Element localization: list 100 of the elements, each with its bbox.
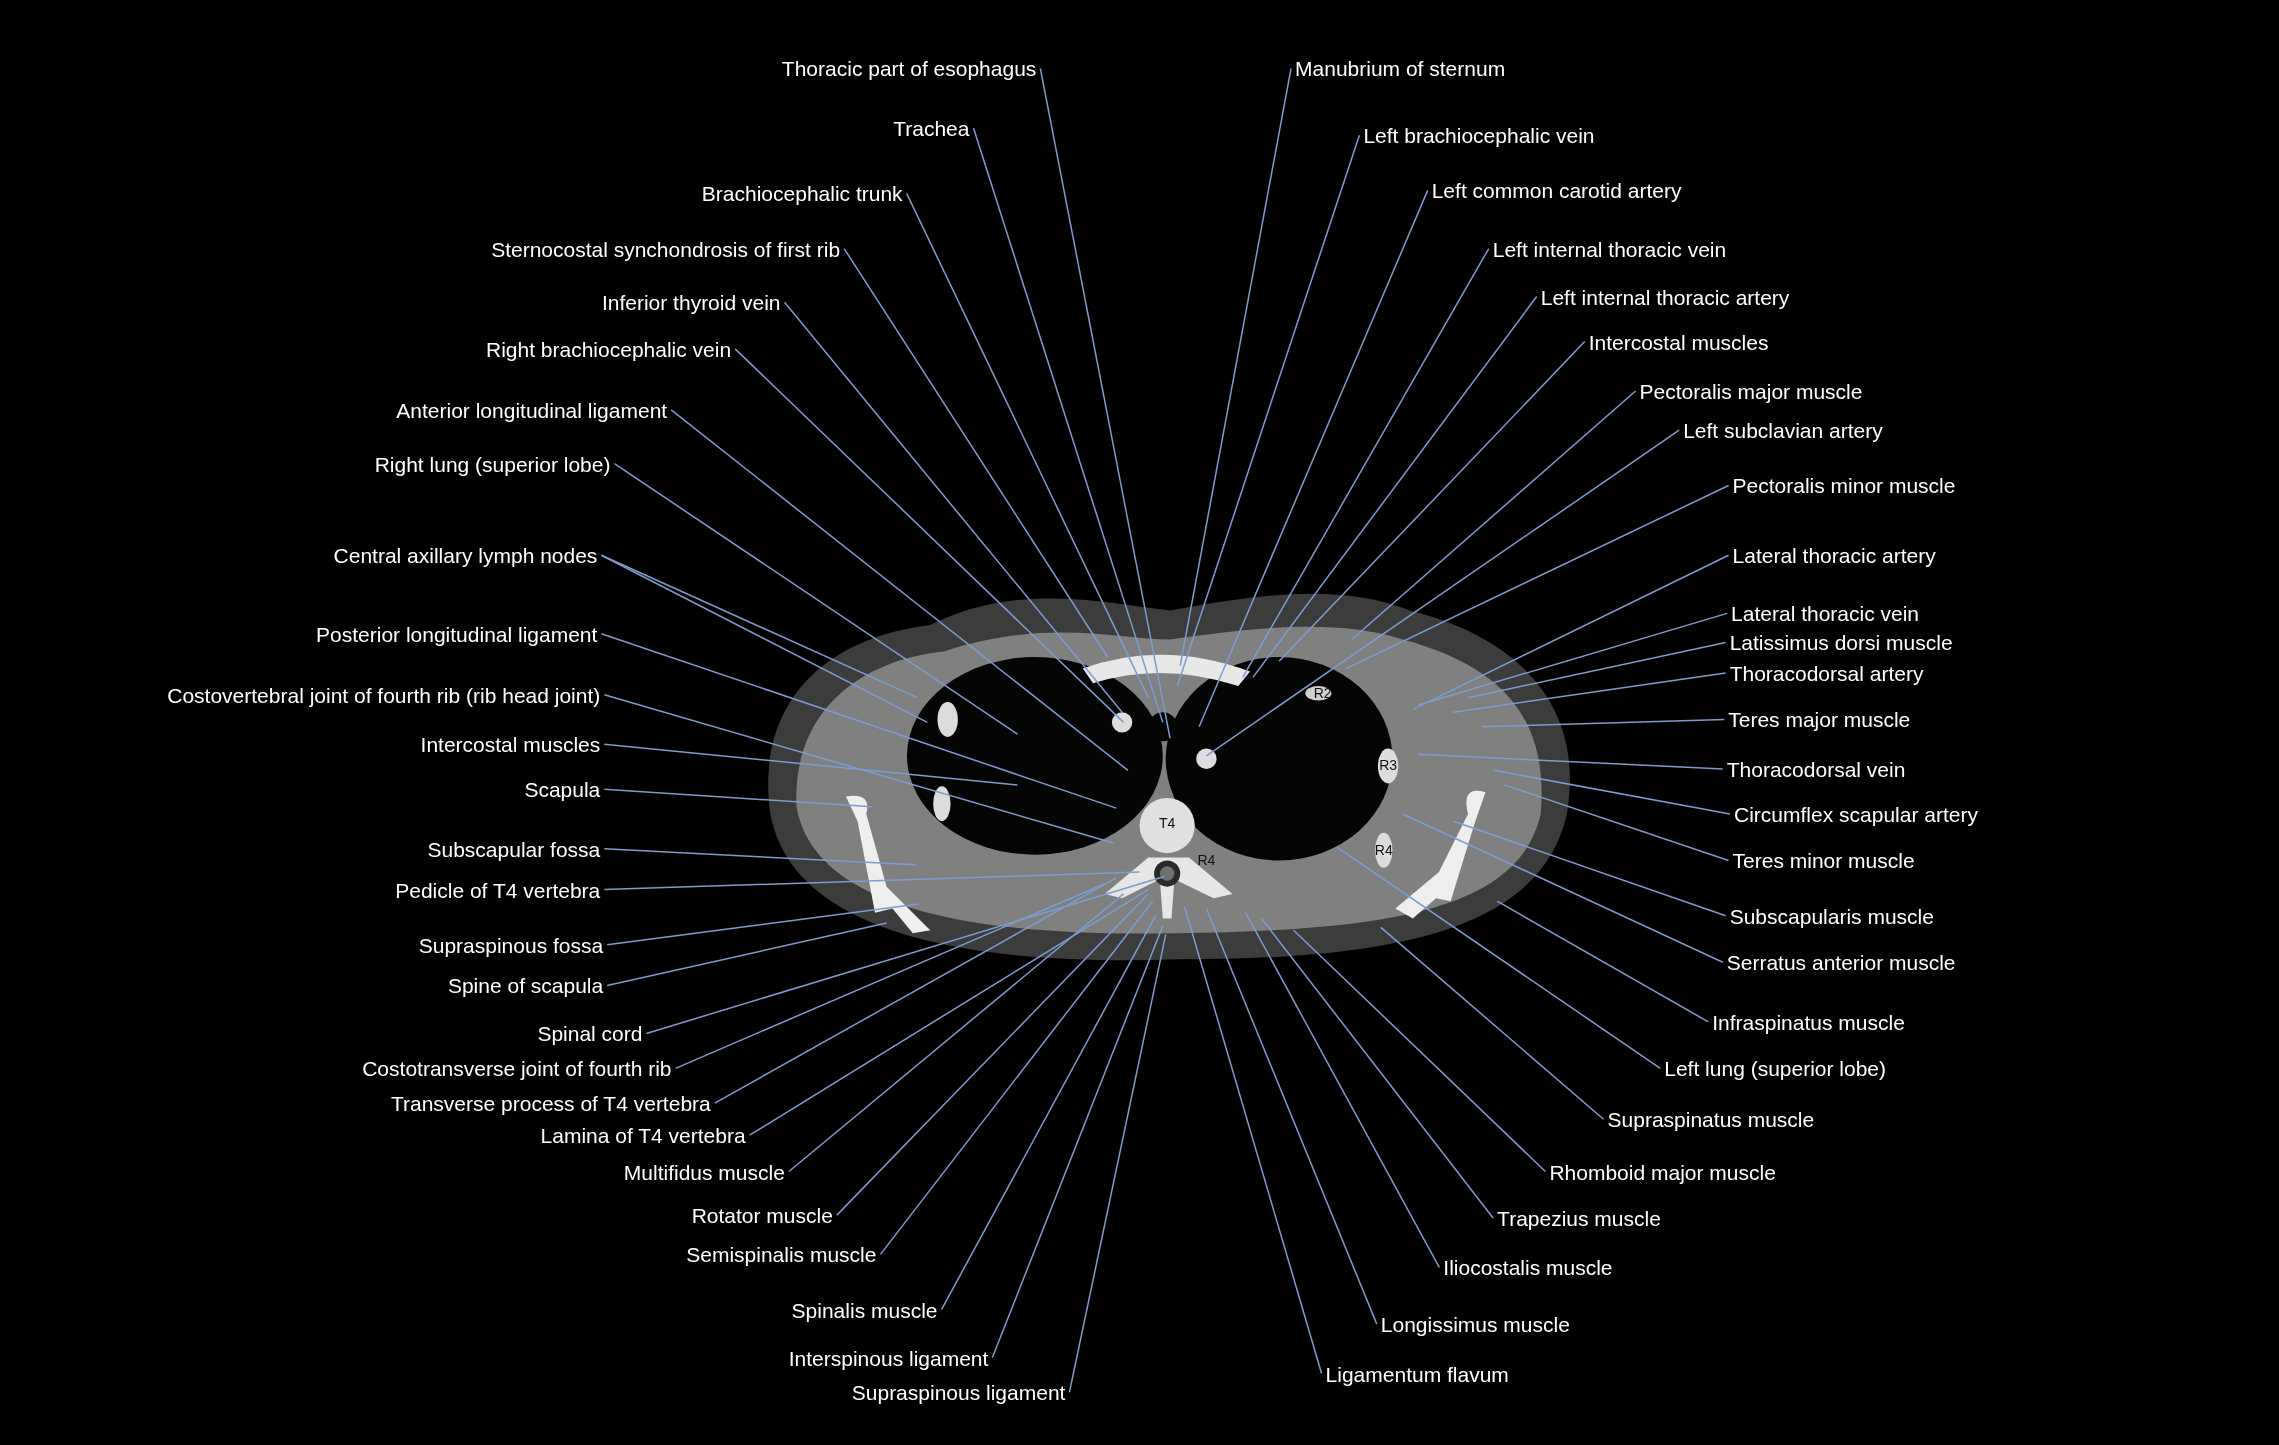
leader-line	[788, 893, 1125, 1173]
ct-slice-label: R4	[1197, 853, 1216, 868]
leader-line	[1452, 672, 1727, 713]
anatomy-label: Ligamentum flavum	[1325, 1363, 1509, 1385]
leader-line	[1278, 340, 1586, 663]
anatomy-label: Left internal thoracic artery	[1540, 286, 1790, 307]
anatomy-label: Lateral thoracic artery	[1732, 544, 1936, 566]
anatomy-label: Spinalis muscle	[791, 1299, 938, 1321]
anatomy-label: Sternocostal synchondrosis of first rib	[491, 238, 841, 260]
leader-line	[1252, 295, 1538, 679]
leader-line	[734, 348, 1125, 724]
anatomy-label: Posterior longitudinal ligament	[316, 623, 598, 645]
leader-line	[1351, 390, 1637, 641]
anatomy-label: Thoracic part of esophagus	[781, 57, 1037, 79]
leader-line	[1183, 906, 1323, 1375]
anatomy-label: Teres major muscle	[1728, 708, 1911, 730]
leader-line	[843, 247, 1109, 658]
anatomy-label: Supraspinous ligament	[851, 1381, 1066, 1403]
anatomy-label: Spinal cord	[537, 1022, 643, 1044]
leader-line	[783, 301, 1123, 713]
anatomy-label: Trachea	[893, 117, 970, 139]
leader-line	[1260, 917, 1494, 1219]
leader-line	[1412, 554, 1730, 711]
anatomy-label: Infraspinatus muscle	[1712, 1011, 1905, 1033]
anatomy-label: Right lung (superior lobe)	[374, 453, 611, 475]
anatomy-label: Circumflex scapular artery	[1734, 803, 1978, 825]
leader-line	[670, 409, 1129, 772]
leader-line	[600, 554, 929, 724]
anatomy-label: Thoracodorsal vein	[1726, 758, 1906, 780]
anatomy-label: Transverse process of T4 vertebra	[390, 1092, 711, 1114]
leader-line	[1242, 247, 1490, 679]
anatomy-label: Left internal thoracic vein	[1492, 238, 1727, 260]
ct-slice-label: R2	[1313, 686, 1332, 701]
anatomy-label: Lamina of T4 vertebra	[540, 1124, 746, 1146]
leader-line	[1496, 900, 1709, 1023]
anatomy-label: Lateral thoracic vein	[1731, 602, 1920, 624]
leader-line	[603, 788, 873, 808]
leader-line	[606, 922, 888, 987]
anatomy-label: Latissimus dorsi muscle	[1729, 631, 1953, 653]
leader-line	[748, 888, 1149, 1136]
anatomy-label: Anterior longitudinal ligament	[396, 399, 668, 421]
leader-line	[603, 871, 1141, 891]
leader-line	[836, 893, 1149, 1216]
anatomy-label: Iliocostalis muscle	[1443, 1256, 1613, 1278]
anatomy-label: Manubrium of sternum	[1295, 57, 1506, 79]
anatomy-label: Semispinalis muscle	[686, 1243, 877, 1265]
leader-line	[1292, 929, 1547, 1173]
leader-line	[1493, 769, 1731, 815]
anatomy-label: Right brachiocephalic vein	[485, 338, 732, 360]
anatomy-label: Pedicle of T4 vertebra	[395, 879, 601, 901]
anatomy-label: Multifidus muscle	[623, 1161, 785, 1182]
anatomy-label: Teres minor muscle	[1732, 849, 1915, 871]
anatomy-label: Longissimus muscle	[1380, 1313, 1570, 1335]
leader-line	[1380, 926, 1605, 1120]
anatomy-label: Central axillary lymph nodes	[333, 544, 598, 566]
anatomy-label: Intercostal muscles	[1588, 331, 1769, 353]
anatomy-label: Scapula	[524, 778, 601, 800]
anatomy-label: Costotransverse joint of fourth rib	[362, 1057, 672, 1079]
leader-line	[1068, 933, 1167, 1394]
anatomy-label: Costovertebral joint of fourth rib (rib head joint)	[167, 684, 601, 706]
leader-line	[603, 694, 1115, 844]
anatomy-label: Left lung (superior lobe)	[1664, 1057, 1887, 1079]
ct-slice-label: R3	[1379, 757, 1398, 772]
leader-line	[1336, 846, 1661, 1070]
leader-line	[1179, 67, 1292, 667]
leader-line	[606, 903, 920, 946]
anatomy-label: Supraspinous fossa	[418, 934, 604, 956]
ct-slice-label: R4	[1374, 843, 1393, 858]
anatomy-label: Left subclavian artery	[1683, 419, 1883, 441]
leader-line	[879, 900, 1154, 1256]
leader-line	[1176, 134, 1361, 687]
anatomy-label: Brachiocephalic trunk	[701, 182, 903, 204]
leader-line	[1452, 820, 1727, 917]
leader-line	[674, 883, 1106, 1070]
anatomy-label: Subscapular fossa	[427, 838, 601, 860]
anatomy-label: Rhomboid major muscle	[1549, 1161, 1776, 1182]
leader-line	[603, 848, 917, 866]
leader-line	[1467, 641, 1727, 699]
leader-line	[940, 914, 1157, 1311]
leader-line	[1345, 484, 1730, 670]
leader-line	[972, 127, 1164, 724]
leader-line	[603, 743, 1019, 786]
ct-slice-label: T4	[1158, 815, 1176, 830]
anatomy-label: Spine of scapula	[447, 974, 604, 996]
anatomy-label: Rotator muscle	[691, 1204, 833, 1226]
leader-line	[1503, 784, 1730, 862]
leader-line	[905, 192, 1149, 699]
anatomy-label: Trapezius muscle	[1497, 1207, 1661, 1229]
leader-line	[714, 877, 1118, 1104]
leader-line	[1039, 67, 1171, 740]
leader-line	[1417, 612, 1728, 706]
anatomy-label: Thoracodorsal artery	[1729, 662, 1924, 684]
leader-line	[1198, 189, 1429, 728]
anatomy-label: Supraspinatus muscle	[1607, 1108, 1815, 1130]
leader-line	[645, 875, 1165, 1035]
anatomy-label: Left common carotid artery	[1431, 179, 1682, 201]
leader-line	[613, 462, 1019, 735]
leader-line	[600, 633, 1118, 809]
anatomy-label: Pectoralis minor muscle	[1732, 474, 1956, 496]
leader-line	[1205, 907, 1378, 1325]
